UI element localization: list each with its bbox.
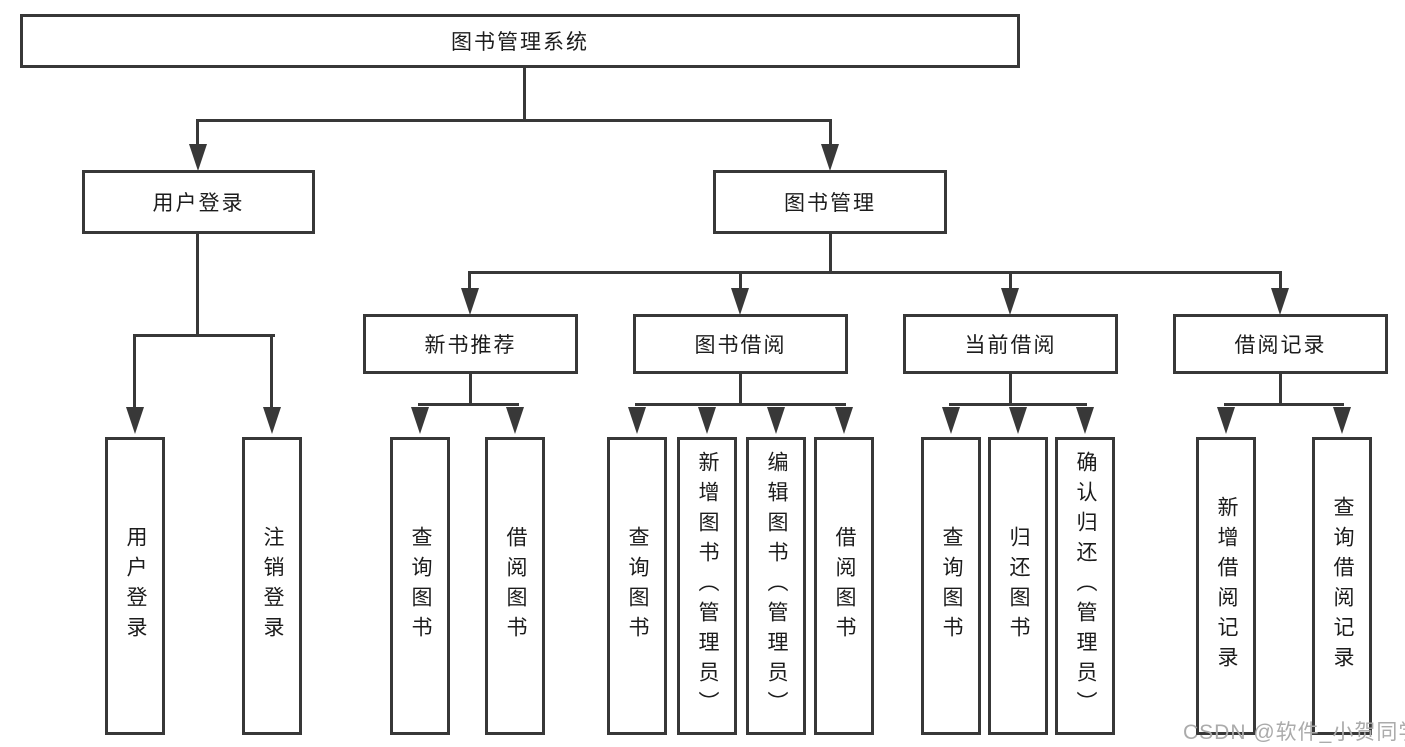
connector-group3-hline [949,403,1087,406]
arrowhead-down-icon [835,407,853,434]
connector-login-trunk [196,234,199,336]
node-label: 编辑图书（管理员） [765,451,788,721]
node-root-library-system: 图书管理系统 [20,14,1020,68]
node-label: 图书管理 [784,192,876,215]
arrowhead-down-icon [1009,407,1027,434]
arrowhead-down-icon [942,407,960,434]
connector-group2-hline [635,403,846,406]
node-book-borrowing: 图书借阅 [633,314,848,374]
arrowhead-down-icon [411,407,429,434]
leaf-edit-books-admin: 编辑图书（管理员） [746,437,806,735]
connector-drop-group2 [739,271,742,289]
connector-group3-trunk [1009,374,1012,405]
arrowhead-down-icon [821,144,839,171]
node-borrowing-records: 借阅记录 [1173,314,1388,374]
node-label: 用户登录 [152,192,245,215]
node-current-borrowing: 当前借阅 [903,314,1118,374]
connector-drop-login-leaf1 [133,334,136,408]
node-label: 注销登录 [261,526,284,646]
leaf-add-books-admin: 新增图书（管理员） [677,437,737,735]
arrowhead-down-icon [461,288,479,315]
connector-drop-management [829,119,832,145]
arrowhead-down-icon [126,407,144,434]
node-label: 图书管理系统 [451,31,589,54]
arrowhead-down-icon [506,407,524,434]
arrowhead-down-icon [1217,407,1235,434]
node-label: 归还图书 [1007,526,1030,646]
node-new-book-recommendation: 新书推荐 [363,314,578,374]
leaf-recommend-query-books: 查询图书 [390,437,450,735]
node-label: 借阅图书 [504,526,527,646]
node-label: 查询图书 [626,526,649,646]
connector-login-hline [133,334,275,337]
connector-drop-login [196,119,199,145]
connector-group4-trunk [1279,374,1282,405]
arrowhead-down-icon [1333,407,1351,434]
connector-group1-trunk [469,374,472,405]
node-label: 查询借阅记录 [1331,496,1354,676]
connector-drop-login-leaf2 [270,334,273,408]
arrowhead-down-icon [628,407,646,434]
leaf-borrow-books: 借阅图书 [814,437,874,735]
csdn-watermark: CSDN @软件_小贺同学 [1183,721,1405,744]
arrowhead-down-icon [1076,407,1094,434]
arrowhead-down-icon [263,407,281,434]
node-label: 借阅图书 [833,526,856,646]
leaf-recommend-borrow-books: 借阅图书 [485,437,545,735]
arrowhead-down-icon [767,407,785,434]
leaf-return-books: 归还图书 [988,437,1048,735]
arrowhead-down-icon [731,288,749,315]
node-label: 新书推荐 [424,334,517,357]
arrowhead-down-icon [698,407,716,434]
arrowhead-down-icon [189,144,207,171]
node-label: 新增图书（管理员） [696,451,719,721]
node-label: 新增借阅记录 [1215,496,1238,676]
connector-level2-hline [196,119,832,122]
arrowhead-down-icon [1001,288,1019,315]
node-label: 当前借阅 [964,334,1057,357]
leaf-add-borrow-record: 新增借阅记录 [1196,437,1256,735]
leaf-logout: 注销登录 [242,437,302,735]
node-label: 查询图书 [940,526,963,646]
node-book-management: 图书管理 [713,170,947,234]
node-label: 用户登录 [124,526,147,646]
connector-drop-group1 [468,271,471,289]
connector-group1-hline [418,403,519,406]
node-label: 确认归还（管理员） [1074,451,1097,721]
connector-drop-group3 [1009,271,1012,289]
connector-group4-hline [1224,403,1344,406]
node-label: 查询图书 [409,526,432,646]
node-user-login: 用户登录 [82,170,315,234]
arrowhead-down-icon [1271,288,1289,315]
connector-drop-group4 [1279,271,1282,289]
connector-group2-trunk [739,374,742,405]
connector-root-trunk [523,68,526,121]
node-label: 图书借阅 [694,334,787,357]
leaf-confirm-return-admin: 确认归还（管理员） [1055,437,1115,735]
leaf-current-query-books: 查询图书 [921,437,981,735]
leaf-user-login: 用户登录 [105,437,165,735]
leaf-borrowing-query-books: 查询图书 [607,437,667,735]
leaf-query-borrow-record: 查询借阅记录 [1312,437,1372,735]
connector-management-trunk [829,234,832,273]
connector-level3-hline [468,271,1282,274]
node-label: 借阅记录 [1234,334,1327,357]
